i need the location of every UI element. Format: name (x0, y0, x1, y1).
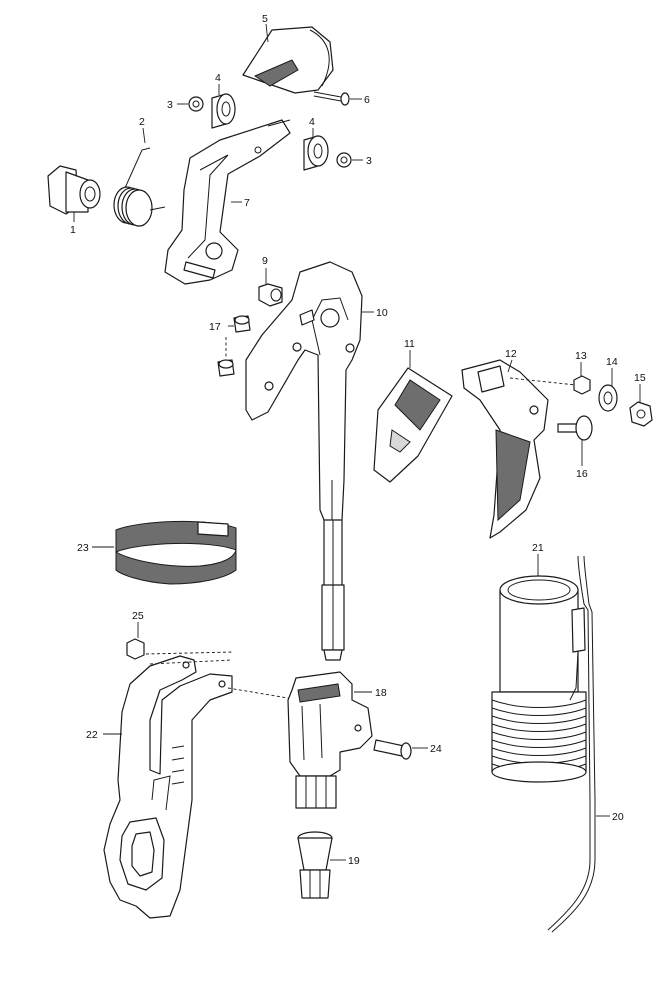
part-24-pin (373, 739, 428, 760)
callout-5: 5 (262, 13, 268, 25)
part-6-screw (313, 91, 362, 106)
part-14-washer (598, 368, 618, 412)
callout-7: 7 (244, 197, 250, 209)
part-12-bracket (461, 359, 577, 539)
callout-labels: 5 6 3 4 2 4 3 7 1 9 10 17 11 12 13 14 15… (70, 13, 646, 867)
part-2-torsion-spring (113, 127, 166, 227)
callout-16: 16 (576, 468, 588, 480)
callout-21: 21 (532, 542, 544, 554)
part-15-nut (629, 384, 653, 427)
part-18-housing (287, 671, 373, 809)
part-9-nut (258, 268, 283, 307)
part-3-star-washer-right (336, 152, 363, 168)
callout-11: 11 (404, 338, 415, 350)
part-19-sleeve (297, 831, 346, 899)
callout-17: 17 (209, 321, 221, 333)
callout-9: 9 (262, 255, 268, 267)
callout-20: 20 (612, 811, 624, 823)
callout-2: 2 (139, 116, 145, 128)
callout-4-left: 4 (215, 72, 221, 84)
part-10-hex-shaft (321, 519, 345, 661)
callout-23: 23 (77, 542, 89, 554)
callout-19: 19 (348, 855, 360, 867)
part-1-hex-sleeve (47, 165, 101, 222)
part-3-star-washer-left (177, 96, 204, 112)
part-7-lever-bracket (164, 119, 291, 285)
callout-12: 12 (505, 348, 517, 360)
part-22-yoke-arm (103, 651, 301, 919)
part-21-cylinder (491, 554, 587, 783)
part-23-clamp-band (92, 520, 237, 585)
part-4-bushing-left (211, 84, 236, 129)
part-5-cover (242, 23, 334, 94)
part-20-sensor-wire (547, 555, 610, 933)
part-11-pedal-pad (373, 350, 453, 483)
callout-10: 10 (376, 307, 388, 319)
callout-3-left: 3 (167, 99, 173, 111)
callout-15: 15 (634, 372, 646, 384)
callout-6: 6 (364, 94, 370, 106)
callout-14: 14 (606, 356, 618, 368)
callout-4-right: 4 (309, 116, 315, 128)
part-10-pedal-arm (245, 261, 374, 526)
callout-13: 13 (575, 350, 587, 362)
part-17-pin (217, 315, 251, 377)
part-13-nut (573, 362, 591, 395)
part-25-nut (126, 622, 145, 660)
callout-3-right: 3 (366, 155, 372, 167)
callout-24: 24 (430, 743, 442, 755)
callout-25: 25 (132, 610, 144, 622)
callout-1: 1 (70, 224, 76, 236)
callout-18: 18 (375, 687, 387, 699)
part-4-bushing-right (303, 128, 329, 171)
callout-22: 22 (86, 729, 98, 741)
part-16-bolt (557, 415, 593, 466)
